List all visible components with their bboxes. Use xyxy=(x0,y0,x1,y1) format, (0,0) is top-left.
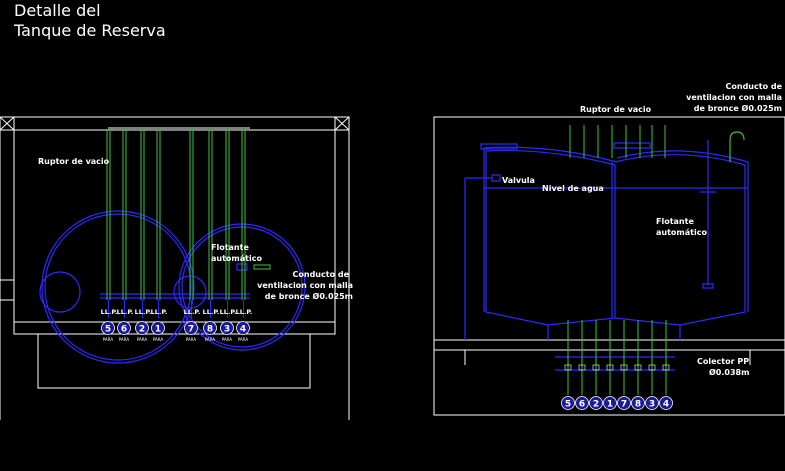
plan-outlet-number: 5 xyxy=(105,325,111,335)
section-outlet-badge xyxy=(659,396,673,410)
valvula-label: Valvula xyxy=(502,176,535,185)
plan-outlet-badge xyxy=(184,321,198,335)
section-conducto-label-3: de bronce Ø0.025m xyxy=(694,103,782,113)
plan-llp-label: LL.P. xyxy=(220,308,237,316)
plan-outlet-caption: PARA xyxy=(119,337,130,342)
plan-tanks xyxy=(39,210,306,364)
section-ruptor-label: Ruptor de vacio xyxy=(580,105,652,114)
plan-conducto-label-2: ventilacion con malla xyxy=(257,281,353,290)
plan-flotante-label-1: Flotante xyxy=(211,243,249,252)
plan-outlet-caption: PARA xyxy=(222,337,233,342)
title-line-1: Detalle del xyxy=(14,1,101,20)
plan-llp-label: LL.P. xyxy=(117,308,134,316)
section-outlet-badge xyxy=(645,396,659,410)
colector-label-1: Colector PP xyxy=(697,357,749,366)
plan-outlet-caption: PARA xyxy=(205,337,216,342)
plan-outlet-number: 3 xyxy=(224,325,230,335)
plan-outlet-caption: PARA xyxy=(137,337,148,342)
plan-base-slab xyxy=(13,321,336,335)
plan-outlet-caption: PARA xyxy=(238,337,249,342)
plan-outlet-number: 7 xyxy=(188,325,194,335)
section-outlet-number: 8 xyxy=(635,400,641,410)
plan-outlet-badge xyxy=(220,321,234,335)
section-outlet-badge xyxy=(603,396,617,410)
section-outlet-number: 7 xyxy=(621,400,627,410)
section-flotante-label-1: Flotante xyxy=(656,217,694,226)
plan-llp-label: LL.P. xyxy=(203,308,220,316)
plan-corner-left xyxy=(0,116,15,131)
section-hatch-right xyxy=(613,142,651,149)
plan-outlet-caption: PARA xyxy=(186,337,197,342)
section-tank-right xyxy=(614,154,746,326)
section-outlet-badge xyxy=(631,396,645,410)
plan-tank-left xyxy=(41,210,195,364)
nivel-agua-label: Nivel de agua xyxy=(542,184,604,193)
section-conducto-label-2: ventilacion con malla xyxy=(686,93,782,102)
plan-pit xyxy=(37,333,311,389)
section-hatch-left xyxy=(480,143,518,150)
plan-corner-right xyxy=(334,116,350,131)
plan-outlet-badge xyxy=(101,321,115,335)
section-frame xyxy=(433,116,785,416)
plan-outlet-number: 6 xyxy=(121,325,127,335)
plan-outlet-number: 1 xyxy=(155,325,161,335)
vent-pipe-icon xyxy=(729,131,745,162)
section-pipes xyxy=(564,125,670,395)
plan-outlet-caption: PARA xyxy=(153,337,164,342)
plan-outlet-number: 2 xyxy=(139,325,145,335)
plan-llp-label: LL.P. xyxy=(236,308,253,316)
section-outlet-badge xyxy=(617,396,631,410)
section-outlet-number: 3 xyxy=(649,400,655,410)
section-outlet-number: 4 xyxy=(663,400,669,410)
section-outlet-badge xyxy=(561,396,575,410)
plan-outlet-badge xyxy=(117,321,131,335)
colector-label-2: Ø0.038m xyxy=(709,367,749,377)
section-outlet-number: 5 xyxy=(565,400,571,410)
plan-conducto-label-3: de bronce Ø0.025m xyxy=(265,291,353,301)
plan-conducto-label-1: Conducto de xyxy=(293,270,350,279)
section-conducto-label-1: Conducto de xyxy=(726,82,783,91)
plan-llp-label: LL.P. xyxy=(101,308,118,316)
valve-icon xyxy=(491,174,501,182)
section-outlet-number: 6 xyxy=(579,400,585,410)
plan-outlet-number: 8 xyxy=(207,325,213,335)
plan-outlet-badge xyxy=(236,321,250,335)
plan-llp-label: LL.P. xyxy=(184,308,201,316)
section-tanks xyxy=(464,140,749,371)
plan-outlet-number: 4 xyxy=(240,325,246,335)
plan-outlet-badge xyxy=(203,321,217,335)
plan-flotante-label-2: automático xyxy=(211,254,262,263)
plan-llp-label: LL.P. xyxy=(151,308,168,316)
plan-llp-label: LL.P. xyxy=(135,308,152,316)
plan-tank-left-inlet xyxy=(39,271,81,313)
plan-outlet-caption: PARA xyxy=(103,337,114,342)
section-outlet-badge xyxy=(575,396,589,410)
plan-pipes xyxy=(106,130,246,318)
section-outlet-number: 2 xyxy=(593,400,599,410)
title-line-2: Tanque de Reserva xyxy=(13,21,166,40)
plan-outlet-badge xyxy=(135,321,149,335)
section-flotante-label-2: automático xyxy=(656,228,707,237)
section-outlet-badge xyxy=(589,396,603,410)
plan-outlet-badge xyxy=(151,321,165,335)
section-outlet-number: 1 xyxy=(607,400,613,410)
plan-ruptor-label: Ruptor de vacio xyxy=(38,157,110,166)
